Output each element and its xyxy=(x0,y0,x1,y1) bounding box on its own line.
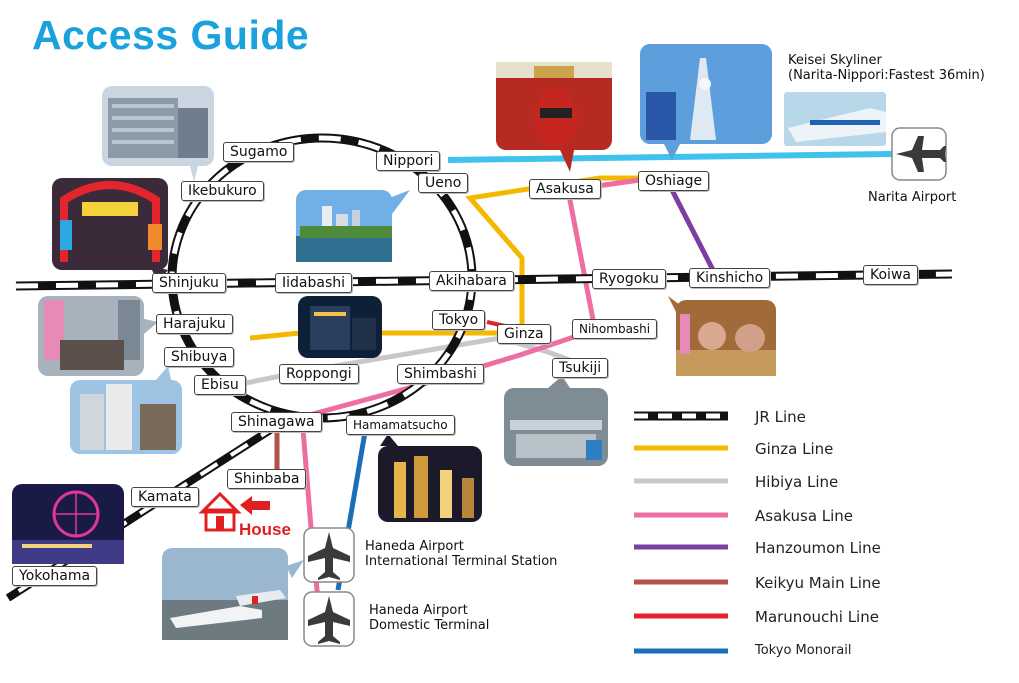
haneda-dom-label-2: Domestic Terminal xyxy=(369,618,490,633)
station-ginza[interactable]: Ginza xyxy=(497,324,551,344)
harajuku-photo xyxy=(38,296,158,376)
legend-hanzomon: Hanzoumon Line xyxy=(755,539,881,557)
shibuya-photo xyxy=(70,366,182,454)
station-kamata[interactable]: Kamata xyxy=(131,487,199,507)
house-label: House xyxy=(239,520,291,539)
station-harajuku[interactable]: Harajuku xyxy=(156,314,233,334)
house-icon xyxy=(198,491,242,532)
arrow-left-icon xyxy=(240,496,270,515)
ikebukuro-photo xyxy=(102,86,214,182)
haneda-dom-airplane-icon xyxy=(303,591,355,647)
station-asakusa[interactable]: Asakusa xyxy=(529,179,601,199)
haneda-photo xyxy=(162,548,304,640)
ryogoku-photo xyxy=(668,296,776,376)
station-tokyo[interactable]: Tokyo xyxy=(432,310,486,330)
legend-hibiya: Hibiya Line xyxy=(755,473,839,491)
skyliner-title: Keisei Skyliner xyxy=(788,53,882,68)
station-ueno[interactable]: Ueno xyxy=(418,173,469,193)
station-shinbaba[interactable]: Shinbaba xyxy=(227,469,307,489)
legend-ginza: Ginza Line xyxy=(755,440,834,458)
haneda-intl-airplane-icon xyxy=(303,527,355,583)
station-oshiage[interactable]: Oshiage xyxy=(638,171,710,191)
legend-monorail: Tokyo Monorail xyxy=(755,643,852,658)
legend xyxy=(634,411,728,654)
station-koiwa[interactable]: Koiwa xyxy=(863,265,918,285)
station-shinjuku[interactable]: Shinjuku xyxy=(152,273,226,293)
station-akihabara[interactable]: Akihabara xyxy=(429,271,514,291)
station-ikebukuro[interactable]: Ikebukuro xyxy=(181,181,264,201)
station-shibuya[interactable]: Shibuya xyxy=(164,347,235,367)
shinjuku-photo xyxy=(52,178,168,282)
ueno-photo xyxy=(296,190,410,262)
hamamatsucho-photo xyxy=(378,434,482,522)
skyliner-line xyxy=(447,151,893,163)
station-tsukiji[interactable]: Tsukiji xyxy=(552,358,609,378)
station-shimbashi[interactable]: Shimbashi xyxy=(397,364,484,384)
asakusa-photo xyxy=(496,62,612,172)
station-sugamo[interactable]: Sugamo xyxy=(223,142,295,162)
legend-asakusa: Asakusa Line xyxy=(755,507,854,525)
haneda-dom-label-1: Haneda Airport xyxy=(369,603,468,618)
station-nihombashi[interactable]: Nihombashi xyxy=(572,319,658,339)
station-hamamatsucho[interactable]: Hamamatsucho xyxy=(346,415,455,435)
narita-airport-label: Narita Airport xyxy=(868,190,957,205)
legend-marunouchi: Marunouchi Line xyxy=(755,608,879,626)
tsukiji-photo xyxy=(504,376,608,466)
haneda-intl-label-1: Haneda Airport xyxy=(365,539,464,554)
hanzomon-line xyxy=(669,188,717,274)
narita-airplane-icon xyxy=(891,127,947,181)
station-nippori[interactable]: Nippori xyxy=(376,151,441,171)
station-ebisu[interactable]: Ebisu xyxy=(194,375,246,395)
skyliner-subtitle: (Narita-Nippori:Fastest 36min) xyxy=(788,68,985,83)
roppongi-photo xyxy=(298,296,382,358)
station-ryogoku[interactable]: Ryogoku xyxy=(592,269,666,289)
haneda-intl-label-2: International Terminal Station xyxy=(365,554,558,569)
station-kinshicho[interactable]: Kinshicho xyxy=(689,268,771,288)
page-title: Access Guide xyxy=(32,12,310,58)
station-iidabashi[interactable]: Iidabashi xyxy=(275,273,353,293)
jr-sobu-line-dash xyxy=(15,271,953,289)
yokohama-photo xyxy=(12,484,124,564)
legend-keikyu: Keikyu Main Line xyxy=(755,574,881,592)
skytree-photo xyxy=(640,44,772,160)
station-yokohama[interactable]: Yokohama xyxy=(12,566,98,586)
station-shinagawa[interactable]: Shinagawa xyxy=(231,412,322,432)
skyliner-photo xyxy=(784,92,886,146)
station-roppongi[interactable]: Roppongi xyxy=(279,364,359,384)
legend-jr: JR Line xyxy=(755,408,806,426)
